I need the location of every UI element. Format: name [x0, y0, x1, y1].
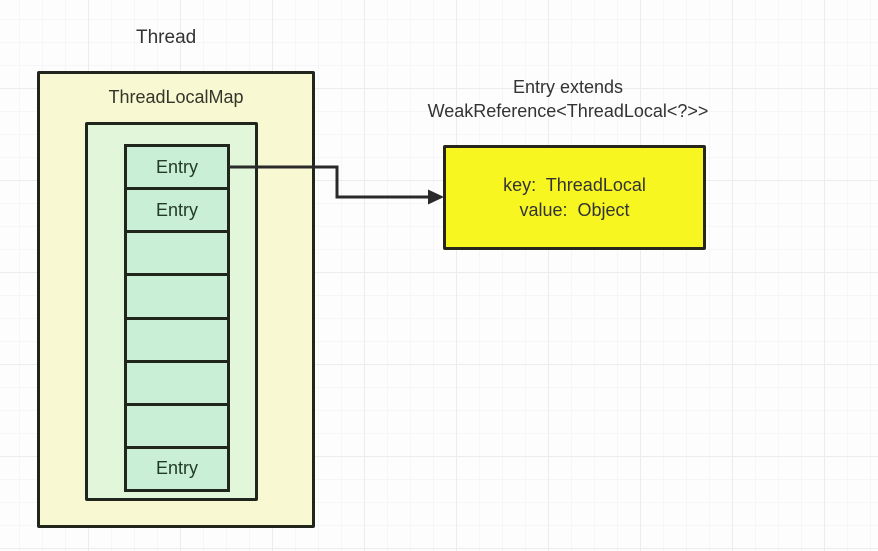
entry-cell: Entry — [155, 458, 198, 479]
entry-detail-box: key: ThreadLocal value: Object — [443, 145, 706, 250]
entry-cell — [127, 320, 227, 363]
entry-table: Entry Entry Entry — [124, 144, 230, 492]
entry-extends-note-line1: Entry extends — [512, 77, 624, 97]
entry-value-line: value: Object — [519, 199, 630, 220]
entry-cell — [127, 276, 227, 320]
entry-cell — [127, 406, 227, 449]
entry-key-line: key: ThreadLocal — [503, 174, 646, 195]
arrow-head-icon — [428, 189, 444, 205]
entry-cell — [127, 233, 227, 277]
entry-extends-note-line2: WeakReference<ThreadLocal<?>> — [427, 101, 709, 121]
entry-cell: Entry — [127, 147, 227, 191]
thread-label: Thread — [136, 27, 197, 48]
thread-local-map-title: ThreadLocalMap — [108, 87, 244, 107]
entry-extends-note: Entry extends WeakReference<ThreadLocal<… — [395, 75, 741, 123]
entry-cell: Entry — [127, 190, 227, 234]
entry-cell — [127, 363, 227, 406]
